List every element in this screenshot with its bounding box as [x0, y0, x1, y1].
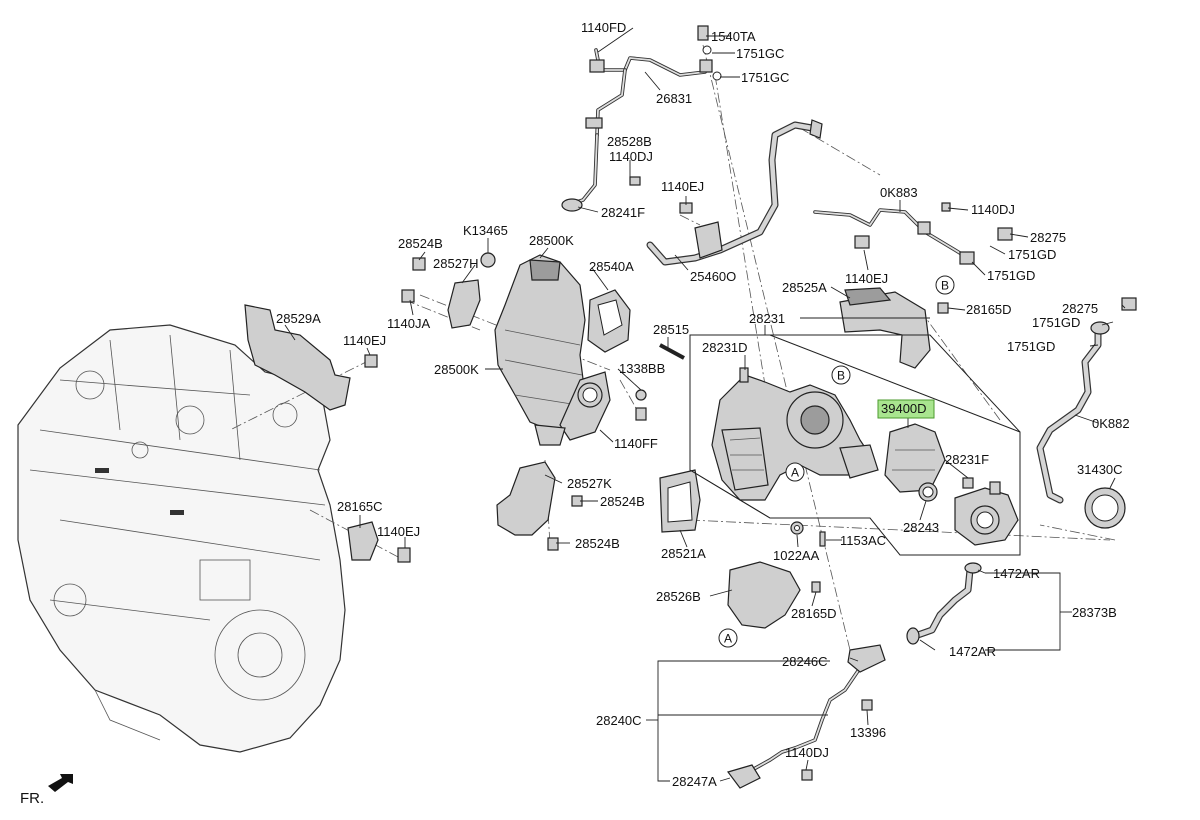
callout-b-upper-text: B — [941, 279, 949, 293]
part-label-28525A[interactable]: 28525A — [782, 280, 827, 295]
part-label-1751GD-c[interactable]: 1751GD — [1032, 315, 1080, 330]
part-label-1472AR-a[interactable]: 1472AR — [993, 566, 1040, 581]
part-label-28165D-a[interactable]: 28165D — [966, 302, 1012, 317]
part-label-1022AA[interactable]: 1022AA — [773, 548, 820, 563]
part-label-0K882[interactable]: 0K882 — [1092, 416, 1130, 431]
part-label-28165C[interactable]: 28165C — [337, 499, 383, 514]
part-label-1153AC[interactable]: 1153AC — [840, 533, 886, 548]
part-labels: 1140FD 1540TA 1751GC 1751GC 26831 28528B… — [276, 20, 1130, 789]
part-label-28524B-a[interactable]: 28524B — [398, 236, 443, 251]
part-label-1338BB[interactable]: 1338BB — [619, 361, 665, 376]
part-label-28528B[interactable]: 28528B — [607, 134, 652, 149]
part-label-28540A[interactable]: 28540A — [589, 259, 634, 274]
callout-a-lower: A — [718, 628, 738, 648]
part-label-1140FD[interactable]: 1140FD — [581, 20, 626, 35]
assembly-frames — [689, 317, 1021, 556]
part-label-1140DJ-c[interactable]: 1140DJ — [785, 745, 829, 760]
part-label-K13465[interactable]: K13465 — [463, 223, 508, 238]
part-label-1751GC-a[interactable]: 1751GC — [736, 46, 784, 61]
part-label-1140EJ-d[interactable]: 1140EJ — [377, 524, 420, 539]
leader-lines — [284, 27, 1126, 782]
part-label-28275-a[interactable]: 28275 — [1030, 230, 1066, 245]
part-label-13396[interactable]: 13396 — [850, 725, 886, 740]
front-direction-marker: FR. — [20, 774, 73, 807]
callout-b-lower: B — [831, 365, 851, 385]
highlight-box-39400D — [877, 399, 935, 419]
part-label-39400D[interactable]: 39400D — [881, 401, 927, 416]
part-label-1751GD-a[interactable]: 1751GD — [1008, 247, 1056, 262]
part-label-28165D-b[interactable]: 28165D — [791, 606, 837, 621]
part-label-28275-b[interactable]: 28275 — [1062, 301, 1098, 316]
callout-a-upper: A — [785, 462, 805, 482]
part-label-28521A[interactable]: 28521A — [661, 546, 706, 561]
part-label-28527H[interactable]: 28527H — [433, 256, 479, 271]
callout-b-upper: B — [935, 275, 955, 295]
part-label-26831[interactable]: 26831 — [656, 91, 692, 106]
parts — [244, 25, 1137, 789]
part-label-28515[interactable]: 28515 — [653, 322, 689, 337]
part-label-1140EJ-a[interactable]: 1140EJ — [661, 179, 704, 194]
part-label-28231F[interactable]: 28231F — [945, 452, 989, 467]
part-label-1140EJ-c[interactable]: 1140EJ — [343, 333, 386, 348]
part-label-1140FF[interactable]: 1140FF — [614, 436, 658, 451]
part-label-1751GD-d[interactable]: 1751GD — [1007, 339, 1055, 354]
part-label-28247A[interactable]: 28247A — [672, 774, 717, 789]
part-label-1140DJ-a[interactable]: 1140DJ — [609, 149, 653, 164]
part-label-28243[interactable]: 28243 — [903, 520, 939, 535]
part-label-1140EJ-b[interactable]: 1140EJ — [845, 271, 888, 286]
part-label-28524B-c[interactable]: 28524B — [575, 536, 620, 551]
callout-a-upper-text: A — [791, 466, 799, 480]
part-label-1140DJ-b[interactable]: 1140DJ — [971, 202, 1015, 217]
part-label-1751GC-b[interactable]: 1751GC — [741, 70, 789, 85]
part-label-1540TA[interactable]: 1540TA — [711, 29, 756, 44]
part-label-28373B[interactable]: 28373B — [1072, 605, 1117, 620]
part-label-31430C[interactable]: 31430C — [1077, 462, 1123, 477]
part-label-1751GD-b[interactable]: 1751GD — [987, 268, 1035, 283]
part-label-28241F[interactable]: 28241F — [601, 205, 645, 220]
callout-a-lower-text: A — [724, 632, 732, 646]
part-label-25460O[interactable]: 25460O — [690, 269, 736, 284]
part-label-0K883[interactable]: 0K883 — [880, 185, 918, 200]
part-label-28231[interactable]: 28231 — [749, 311, 785, 326]
part-label-28524B-b[interactable]: 28524B — [600, 494, 645, 509]
part-label-28526B[interactable]: 28526B — [656, 589, 701, 604]
part-label-28527K[interactable]: 28527K — [567, 476, 612, 491]
front-marker-text: FR. — [20, 790, 44, 807]
part-label-28500K-b[interactable]: 28500K — [434, 362, 479, 377]
callout-b-lower-text: B — [837, 369, 845, 383]
part-label-1472AR-b[interactable]: 1472AR — [949, 644, 996, 659]
part-label-1140JA[interactable]: 1140JA — [387, 316, 430, 331]
engine-block — [17, 324, 346, 753]
part-label-28529A[interactable]: 28529A — [276, 311, 321, 326]
part-label-28500K-a[interactable]: 28500K — [529, 233, 574, 248]
part-label-28231D[interactable]: 28231D — [702, 340, 748, 355]
part-label-28240C[interactable]: 28240C — [596, 713, 642, 728]
part-label-28246C[interactable]: 28246C — [782, 654, 828, 669]
